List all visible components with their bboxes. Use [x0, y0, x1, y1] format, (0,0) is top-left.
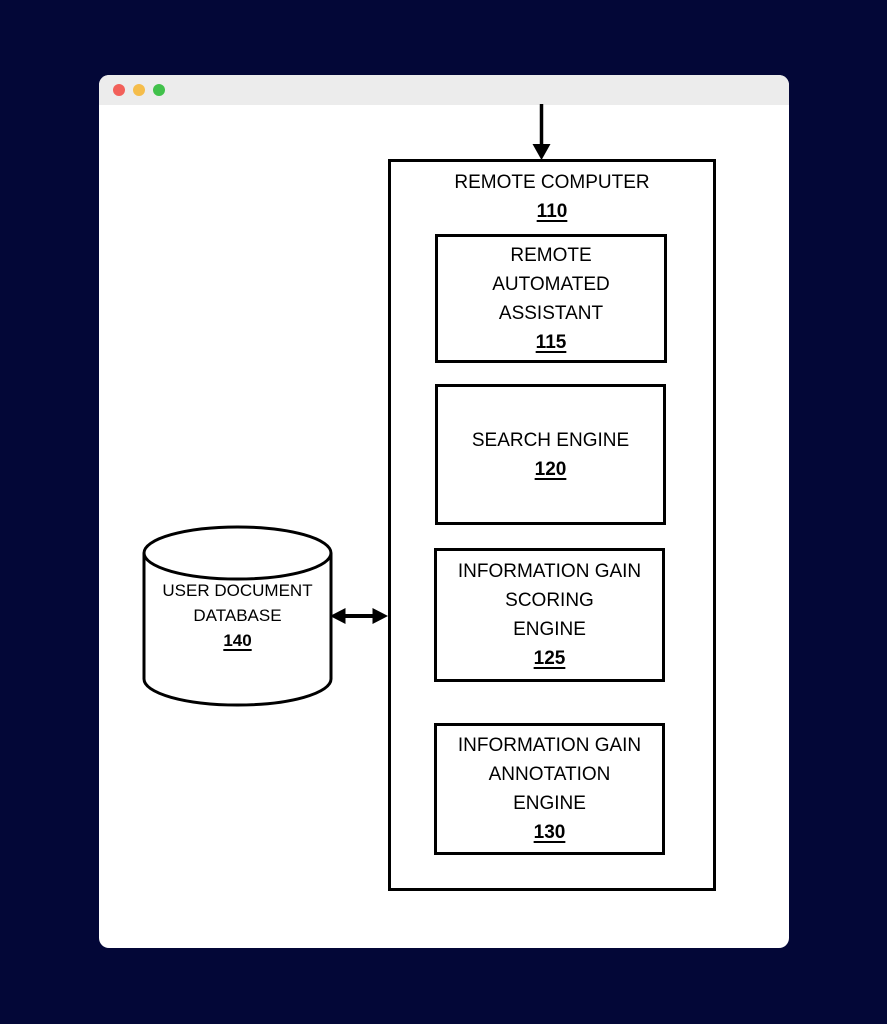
information-gain-annotation-engine-box: INFORMATION GAIN ANNOTATION ENGINE 130 — [434, 723, 665, 855]
box-label-line: ENGINE — [513, 793, 586, 814]
database-label-line: USER DOCUMENT — [162, 581, 313, 600]
app-window: REMOTE COMPUTER 110 REMOTE AUTOMATED ASS… — [99, 75, 789, 948]
box-ref-number: 125 — [533, 648, 566, 669]
box-label-line: SCORING — [505, 590, 594, 611]
box-label-line: REMOTE — [510, 244, 592, 266]
diagram-canvas: REMOTE COMPUTER 110 REMOTE AUTOMATED ASS… — [99, 104, 789, 948]
box-label-line: INFORMATION GAIN — [457, 561, 642, 582]
box-label-line: ENGINE — [513, 619, 586, 640]
close-button[interactable] — [113, 84, 125, 96]
down-arrow-icon — [532, 104, 551, 160]
information-gain-scoring-engine-box: INFORMATION GAIN SCORING ENGINE 125 — [434, 548, 665, 682]
diagram-shapes-layer — [142, 104, 551, 707]
box-label-line: ANNOTATION — [488, 764, 611, 785]
box-ref-number: 120 — [534, 458, 567, 480]
box-ref-number: 115 — [535, 331, 567, 353]
user-document-database-label: USER DOCUMENT DATABASE 140 — [144, 578, 331, 653]
box-label-line: INFORMATION GAIN — [457, 735, 642, 756]
double-arrow-icon — [330, 608, 388, 624]
box-ref-number: 130 — [533, 822, 566, 843]
zoom-button[interactable] — [153, 84, 165, 96]
remote-automated-assistant-box: REMOTE AUTOMATED ASSISTANT 115 — [435, 234, 667, 363]
box-label-line: AUTOMATED — [492, 273, 610, 295]
box-label-line: ASSISTANT — [498, 302, 604, 324]
database-cylinder-icon — [142, 525, 333, 707]
box-ref-number: 110 — [536, 201, 568, 222]
remote-computer-label: REMOTE COMPUTER 110 — [391, 168, 713, 226]
minimize-button[interactable] — [133, 84, 145, 96]
database-label-line: DATABASE — [193, 606, 282, 625]
box-ref-number: 140 — [223, 631, 252, 650]
box-title: REMOTE COMPUTER — [454, 172, 650, 193]
search-engine-box: SEARCH ENGINE 120 — [435, 384, 666, 525]
window-titlebar[interactable] — [99, 75, 789, 105]
box-label-line: SEARCH ENGINE — [471, 429, 630, 451]
